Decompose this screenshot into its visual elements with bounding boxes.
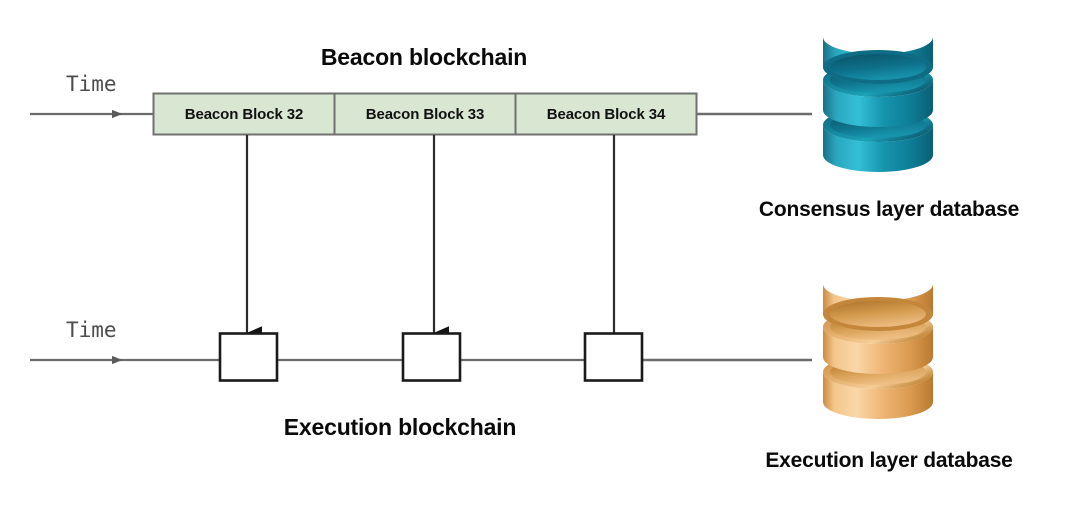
beacon-block-1[interactable] (152, 92, 336, 136)
execution-block-group (218, 332, 644, 382)
beacon-blockchain-title: Beacon blockchain (320, 44, 528, 70)
execution-layer-database-caption: Execution layer database (765, 449, 1013, 472)
beacon-block-group (152, 92, 698, 136)
consensus-layer-database-caption: Consensus layer database (758, 198, 1020, 221)
beacon-block-3-label: Beacon Block 34 (546, 106, 666, 123)
execution-block-2[interactable] (401, 332, 462, 382)
execution-block-1[interactable] (218, 332, 279, 382)
connector-group (245, 135, 616, 340)
execution-blockchain-title: Execution blockchain (283, 414, 517, 440)
beacon-block-1-label: Beacon Block 32 (184, 106, 304, 123)
beacon-block-2[interactable] (333, 92, 517, 136)
execution-layer-database-icon[interactable] (823, 284, 933, 419)
beacon-block-2-label: Beacon Block 33 (365, 106, 485, 123)
execution-block-3[interactable] (583, 332, 644, 382)
beacon-block-3[interactable] (514, 92, 698, 136)
time-label-execution: Time (66, 318, 117, 342)
time-label-beacon: Time (66, 72, 117, 96)
consensus-layer-database-icon[interactable] (823, 37, 933, 172)
